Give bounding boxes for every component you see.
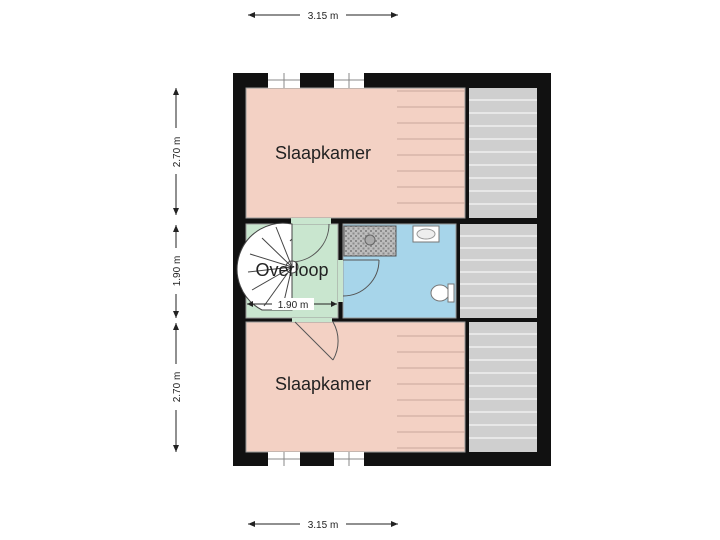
room-label-top-bedroom: Slaapkamer bbox=[275, 143, 371, 163]
sink-icon bbox=[412, 225, 440, 243]
door-opening-top bbox=[291, 218, 331, 224]
dimension-left-bottom-label: 2.70 m bbox=[172, 372, 183, 403]
dimension-top: 3.15 m bbox=[248, 8, 398, 22]
dimension-left-middle-label: 1.90 m bbox=[172, 256, 183, 287]
roof-lines bbox=[460, 99, 537, 439]
bottom-bedroom-floor bbox=[246, 322, 465, 452]
room-label-bottom-bedroom: Slaapkamer bbox=[275, 374, 371, 394]
door-swing-icon bbox=[342, 259, 380, 297]
dimension-landing-label: 1.90 m bbox=[278, 300, 309, 311]
window-icon bbox=[334, 73, 364, 88]
dimension-bottom: 3.15 m bbox=[248, 517, 398, 531]
dimension-left-top-label: 2.70 m bbox=[172, 137, 183, 168]
middle-roof-area bbox=[460, 224, 537, 318]
dimension-bottom-label: 3.15 m bbox=[308, 520, 339, 531]
window-icon bbox=[268, 73, 300, 88]
bottom-roof-area bbox=[469, 322, 537, 452]
top-bedroom-slope-lines bbox=[397, 90, 465, 204]
dimension-top-label: 3.15 m bbox=[308, 11, 339, 22]
bottom-bedroom-slope-lines bbox=[397, 335, 465, 449]
toilet-icon bbox=[430, 283, 455, 303]
staircase-icon bbox=[236, 222, 299, 311]
dimension-left-middle: 1.90 m bbox=[169, 225, 183, 318]
window-icon bbox=[268, 452, 300, 466]
window-icon bbox=[334, 452, 364, 466]
door-swing-icon bbox=[294, 321, 339, 361]
top-bedroom-floor bbox=[246, 88, 465, 218]
dimension-left-bottom: 2.70 m bbox=[169, 323, 183, 452]
dimension-landing: 1.90 m bbox=[247, 298, 337, 311]
room-label-landing: Overloop bbox=[255, 260, 328, 280]
door-opening-bathroom bbox=[338, 260, 343, 302]
shower-icon bbox=[343, 225, 397, 257]
door-opening-bottom bbox=[292, 318, 332, 322]
top-roof-area bbox=[469, 88, 537, 218]
dimension-left-top: 2.70 m bbox=[169, 88, 183, 215]
